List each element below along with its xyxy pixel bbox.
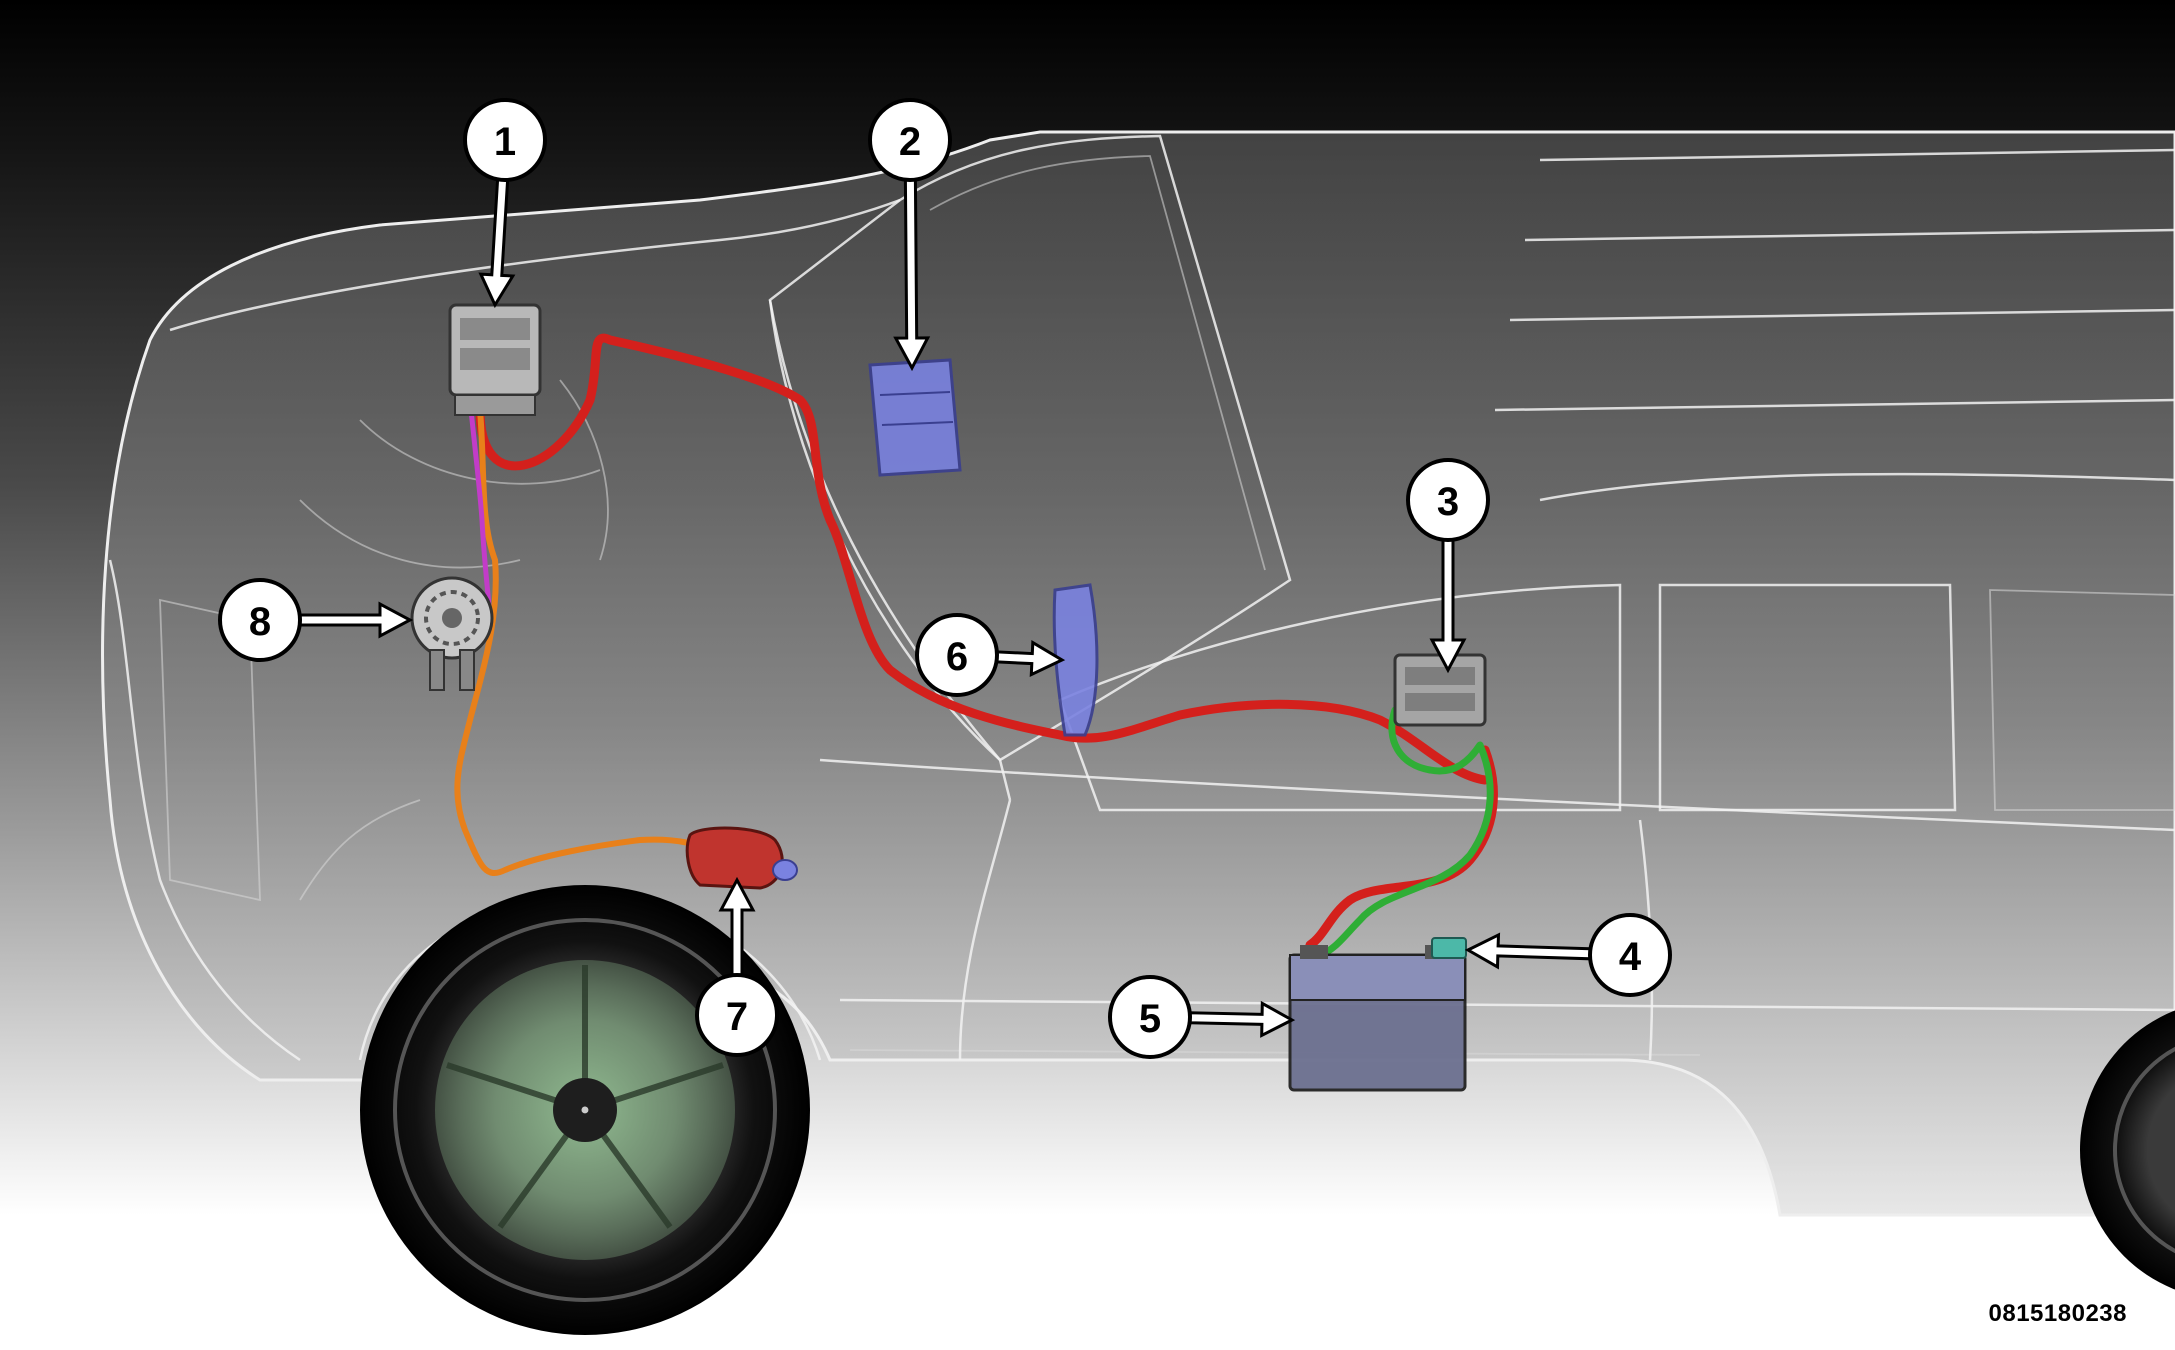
power-distribution-center — [448, 303, 542, 416]
callout-number: 2 — [899, 120, 921, 164]
bottom-white-area — [0, 1215, 2175, 1350]
ground-cable — [1316, 706, 1494, 959]
body-control-module — [868, 358, 962, 477]
rear-wheel — [2080, 1010, 2175, 1290]
callout-arrow — [1429, 538, 1467, 674]
callout-7: 7 — [695, 876, 779, 1057]
battery-sensor — [1431, 937, 1467, 959]
rear-power-distribution-center — [1393, 653, 1487, 727]
callout-arrow — [1188, 1000, 1296, 1038]
callout-3: 3 — [1406, 458, 1490, 674]
callout-arrow — [1464, 932, 1592, 970]
starter-motor — [685, 826, 798, 890]
callout-number: 5 — [1139, 997, 1161, 1041]
callout-arrow — [478, 178, 516, 309]
callout-circle — [218, 578, 302, 662]
callout-circle — [1108, 975, 1192, 1059]
callout-number: 3 — [1437, 480, 1459, 524]
callout-circle — [463, 98, 547, 182]
callout-number: 1 — [494, 120, 516, 164]
generator-cable — [454, 407, 708, 876]
callout-arrow — [995, 640, 1066, 678]
callout-circle — [1406, 458, 1490, 542]
front-wheel: ● — [360, 885, 810, 1335]
callout-circle — [868, 98, 952, 182]
callout-6: 6 — [915, 613, 1066, 697]
callout-number: 4 — [1619, 935, 1642, 979]
callout-circle — [1588, 913, 1672, 997]
callout-4: 4 — [1464, 913, 1672, 997]
callout-layer: 1 2 3 4 5 6 7 8 — [218, 98, 1672, 1059]
wiring-harness — [454, 333, 1498, 959]
callout-circle — [915, 613, 999, 697]
callout-1: 1 — [463, 98, 547, 309]
callout-circle — [695, 973, 779, 1057]
battery — [1288, 945, 1467, 1092]
figure-id-label: 0815180238 — [1988, 1300, 2127, 1327]
callout-arrow — [298, 601, 414, 639]
callout-number: 8 — [249, 600, 271, 644]
callout-arrow — [718, 876, 756, 977]
callout-5: 5 — [1108, 975, 1296, 1059]
callout-arrow — [893, 178, 931, 372]
callout-number: 7 — [726, 995, 748, 1039]
sense-wire — [467, 397, 493, 623]
callout-number: 6 — [946, 635, 968, 679]
callout-2: 2 — [868, 98, 952, 372]
callout-8: 8 — [218, 578, 414, 662]
generator — [410, 576, 494, 691]
svg-text:●: ● — [580, 1102, 590, 1119]
positive-cable — [475, 333, 1490, 785]
junction-block — [1052, 583, 1099, 737]
